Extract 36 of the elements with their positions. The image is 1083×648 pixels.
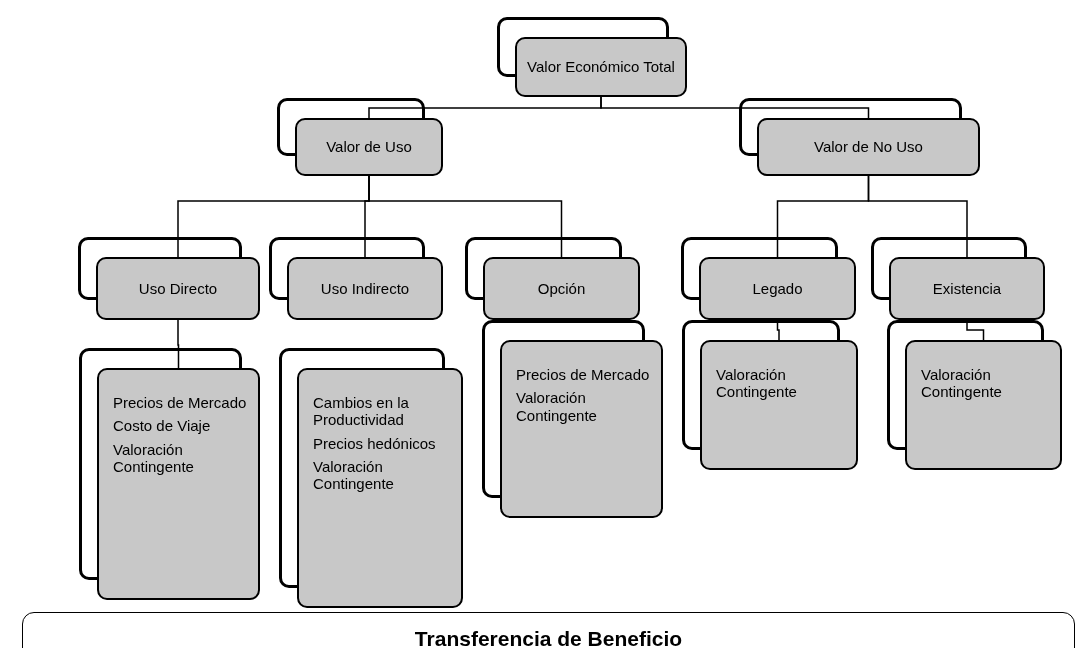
box-label: Valor de No Uso	[814, 138, 923, 156]
method-text: Valoración Contingente	[313, 457, 395, 493]
box-label: Uso Directo	[138, 279, 218, 298]
value-box	[699, 257, 856, 320]
box-label: Opción	[537, 279, 586, 298]
method-box	[700, 340, 858, 470]
box-label: Legado	[752, 279, 803, 298]
method-text: Valoración Contingente	[716, 366, 798, 401]
method-text: Costo de Viaje	[113, 417, 211, 435]
box-label: Existencia	[932, 279, 1002, 298]
connector-line	[177, 319, 180, 369]
method-text: Valoración Contingente	[516, 389, 598, 424]
method-text: Valoración Contingente	[921, 366, 1003, 401]
method-text: Precios hedónicos	[313, 434, 436, 452]
method-text: Cambios en la Productividad	[313, 394, 410, 429]
value-box	[515, 37, 687, 97]
value-box	[483, 257, 640, 320]
box-label: Uso Indirecto	[320, 279, 410, 298]
method-box	[905, 340, 1062, 470]
value-box	[96, 257, 260, 320]
box-label: Valor Económico Total	[527, 58, 675, 76]
method-box	[500, 340, 663, 518]
method-text: Precios de Mercado	[113, 394, 247, 412]
banner-title: Transferencia de Beneficio	[414, 627, 683, 648]
method-text: Precios de Mercado	[516, 366, 650, 384]
method-box	[97, 368, 260, 600]
connector-line	[368, 175, 563, 258]
value-box	[757, 118, 980, 176]
method-text: Valoración Contingente	[113, 440, 195, 475]
method-box	[297, 368, 463, 608]
value-box	[295, 118, 443, 176]
value-box	[287, 257, 443, 320]
box-label: Valor de Uso	[326, 138, 412, 156]
connector-line	[867, 175, 968, 258]
value-box	[889, 257, 1045, 320]
connector-line	[600, 96, 870, 119]
